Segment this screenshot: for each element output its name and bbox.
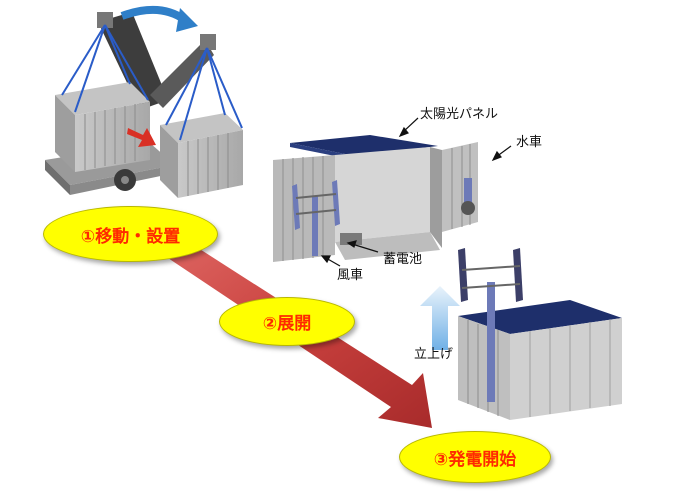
solar-panel-label: 太陽光パネル <box>420 107 499 122</box>
step-1-ellipse: ①移動・設置 <box>43 206 218 262</box>
step-2-ellipse: ②展開 <box>219 297 355 346</box>
callout-pointers <box>320 117 512 267</box>
step-2-label: ②展開 <box>262 314 312 334</box>
transport-illustration <box>45 5 243 198</box>
battery-label: 蓄電池 <box>383 252 423 267</box>
step-1-label: ①移動・設置 <box>80 226 181 247</box>
operating-container-illustration <box>458 248 622 420</box>
wind-turbine-label: 風車 <box>337 268 364 283</box>
step-3-ellipse: ③発電開始 <box>399 431 551 483</box>
step-3-label: ③発電開始 <box>433 449 517 470</box>
expanded-container-illustration <box>273 135 478 262</box>
raise-label: 立上げ <box>414 347 454 362</box>
water-wheel-label: 水車 <box>516 135 543 150</box>
raise-arrow <box>420 286 460 350</box>
